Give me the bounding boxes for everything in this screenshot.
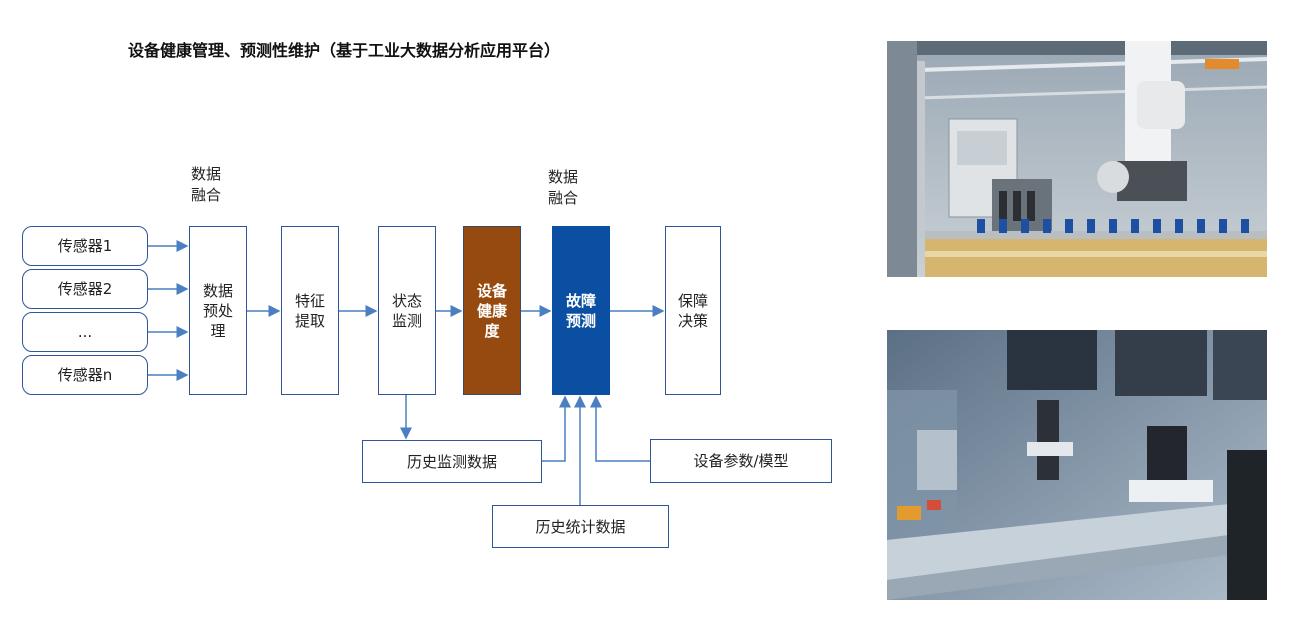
page-title: 设备健康管理、预测性维护（基于工业大数据分析应用平台） — [128, 41, 561, 60]
status-monitor-box: 状态 监测 — [378, 226, 436, 395]
arrow-history-monitor-fault — [542, 395, 571, 462]
device-params-model-box: 设备参数/模型 — [650, 439, 832, 483]
feature-extraction-box: 特征 提取 — [281, 226, 339, 395]
history-statistics-data-box: 历史统计数据 — [492, 505, 669, 548]
sensor-ellipsis-box: ... — [22, 312, 148, 352]
data-fusion-label-2: 数据 融合 — [547, 168, 578, 207]
inspection-line-photo — [887, 330, 1267, 600]
sensor-1-box: 传感器1 — [22, 226, 148, 266]
arrow-device-params-fault — [590, 395, 650, 462]
factory-robot-photo — [887, 41, 1267, 277]
sensor-n-box: 传感器n — [22, 355, 148, 395]
decision-box: 保障 决策 — [665, 226, 721, 395]
device-health-box: 设备 健康 度 — [463, 226, 521, 395]
data-fusion-label-1: 数据 融合 — [190, 165, 221, 204]
preprocess-box: 数据 预处 理 — [189, 226, 247, 395]
sensor-2-box: 传感器2 — [22, 269, 148, 309]
history-monitor-data-box: 历史监测数据 — [362, 440, 542, 483]
fault-prediction-box: 故障 预测 — [552, 226, 610, 395]
